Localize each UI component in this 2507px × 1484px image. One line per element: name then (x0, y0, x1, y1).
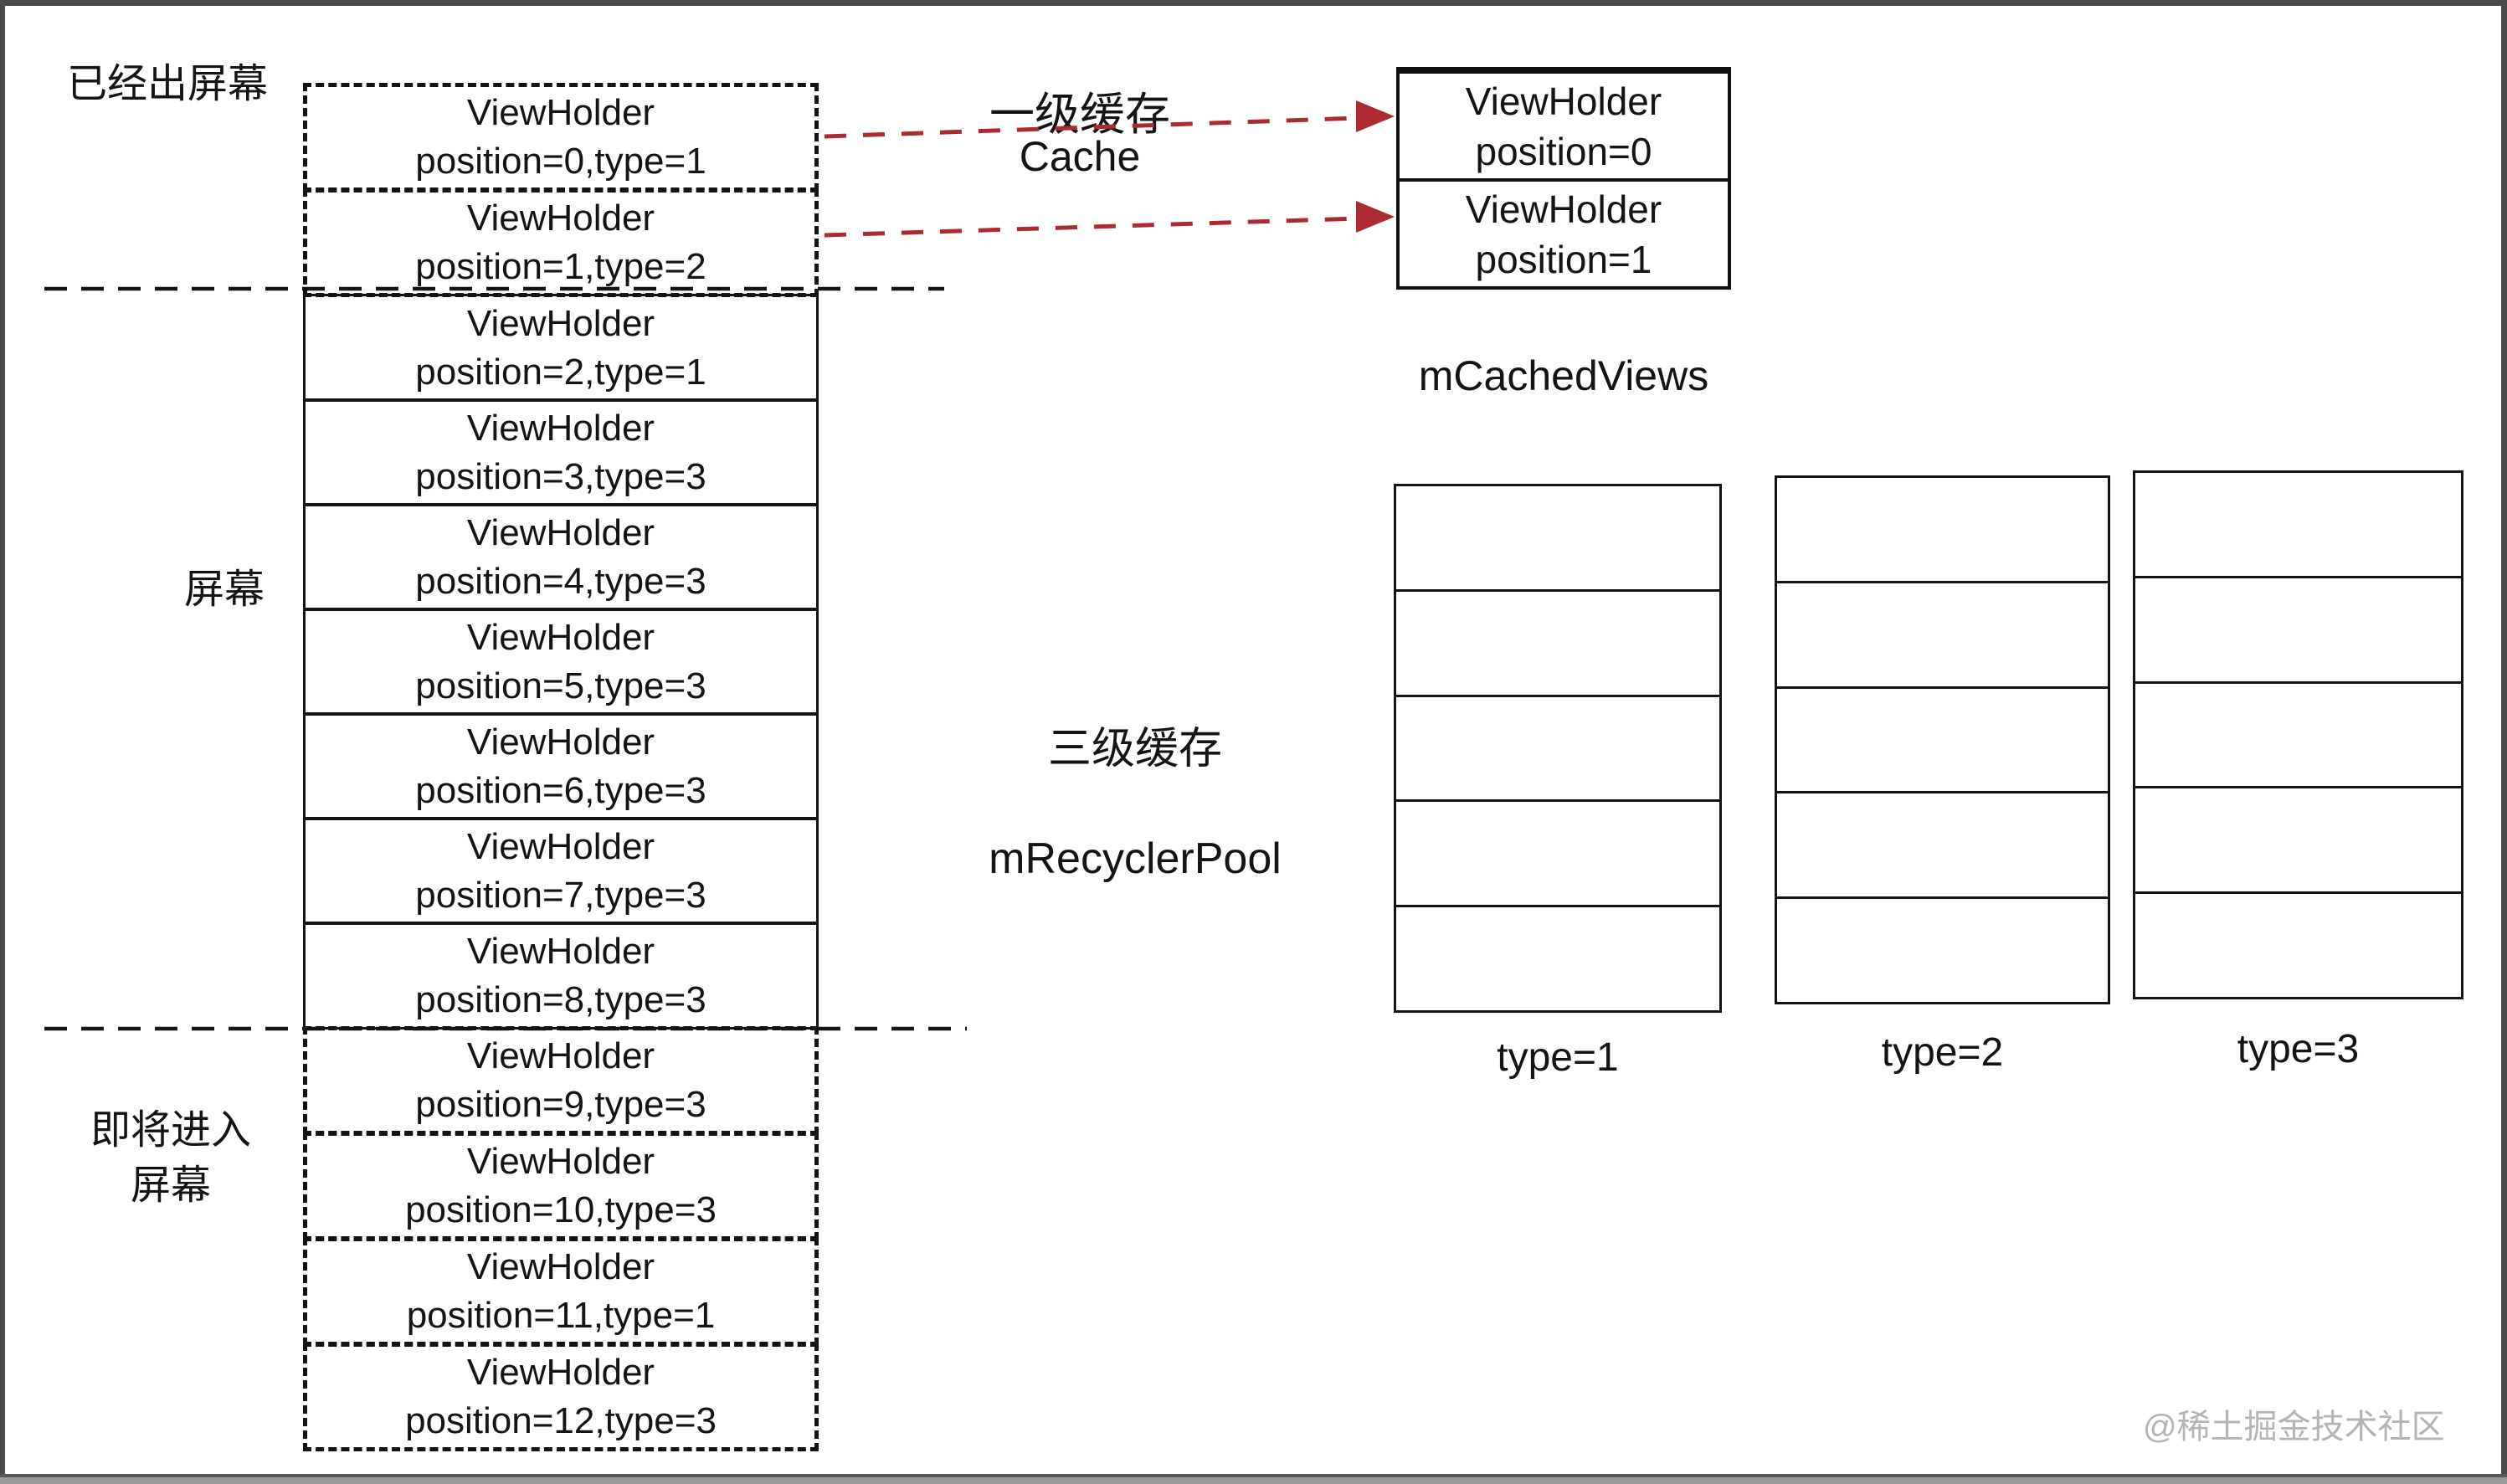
viewholder-title: ViewHolder (466, 1246, 655, 1287)
viewholder-position: position=10,type=3 (405, 1189, 717, 1230)
viewholder-title: ViewHolder (466, 1352, 655, 1393)
viewholder-box-7: ViewHolder position=7,type=3 (303, 817, 819, 925)
pool-grid-type1 (1394, 484, 1722, 1013)
right-border-line (2501, 6, 2507, 1474)
entering-screen-label-line2: 屏幕 (130, 1163, 211, 1208)
entering-screen-label-line1: 即将进入 (90, 1108, 251, 1153)
cache-arrow-position0-head-icon (1356, 100, 1395, 132)
viewholder-box-6: ViewHolder position=6,type=3 (303, 712, 819, 820)
viewholder-position: position=0,type=1 (415, 141, 706, 182)
viewholder-position: position=7,type=3 (415, 874, 706, 916)
viewholder-title: ViewHolder (466, 825, 655, 867)
pool-cell (1775, 791, 2110, 900)
viewholder-position: position=9,type=3 (415, 1084, 706, 1125)
pool-grid-type3 (2133, 470, 2463, 999)
viewholder-position: position=1,type=2 (415, 246, 706, 287)
viewholder-box-4: ViewHolder position=4,type=3 (303, 503, 819, 611)
viewholder-box-0: ViewHolder position=0,type=1 (303, 83, 819, 192)
pool-cell (1394, 799, 1722, 908)
viewholder-position: position=6,type=3 (415, 769, 706, 811)
recyclerpool-label: mRecyclerPool (989, 834, 1282, 883)
pool-grid-type2 (1775, 475, 2110, 1004)
viewholder-title: ViewHolder (466, 198, 655, 239)
viewholder-title: ViewHolder (466, 407, 655, 449)
top-cropped-strip (0, 0, 2507, 6)
viewholder-title: ViewHolder (466, 511, 655, 553)
pool-type2-label: type=2 (1881, 1030, 2004, 1075)
pool-cell (1775, 475, 2110, 583)
pool-cell (1775, 896, 2110, 1004)
pool-cell (1394, 484, 1722, 592)
viewholder-box-8: ViewHolder position=8,type=3 (303, 922, 819, 1030)
mcachedviews-box: ViewHolder position=0 ViewHolder positio… (1396, 67, 1731, 290)
viewholder-box-3: ViewHolder position=3,type=3 (303, 398, 819, 506)
pool-cell (1394, 588, 1722, 697)
pool-type3-label: type=3 (2237, 1027, 2360, 1071)
viewholder-box-1: ViewHolder position=1,type=2 (303, 188, 819, 297)
viewholder-position: position=2,type=1 (415, 351, 706, 393)
cache-arrow-position1-head-icon (1356, 201, 1395, 233)
pool-cell (2133, 786, 2463, 895)
viewholder-box-9: ViewHolder position=9,type=3 (303, 1026, 819, 1135)
mcachedviews-label: mCachedViews (1418, 352, 1709, 399)
entering-screen-label: 即将进入 屏幕 (70, 1103, 271, 1214)
level1-cache-label-en: Cache (1019, 133, 1141, 180)
screen-label: 屏幕 (184, 567, 265, 612)
pool-type1-label: type=1 (1497, 1035, 1619, 1080)
mcachedviews-cell-0: ViewHolder position=0 (1400, 74, 1728, 182)
pool-cell (1394, 905, 1722, 1013)
pool-cell (2133, 575, 2463, 684)
viewholder-title: ViewHolder (466, 930, 655, 972)
viewholder-title: ViewHolder (466, 302, 655, 344)
viewholder-position: position=1 (1475, 237, 1652, 281)
bottom-cropped-strip (0, 1474, 2507, 1484)
viewholder-title: ViewHolder (466, 1035, 655, 1076)
viewholder-box-5: ViewHolder position=5,type=3 (303, 608, 819, 716)
viewholder-title: ViewHolder (466, 721, 655, 763)
watermark: @稀土掘金技术社区 (2143, 1409, 2445, 1445)
pool-cell (2133, 680, 2463, 789)
viewholder-list: ViewHolder position=0,type=1 ViewHolder … (303, 83, 819, 1451)
offscreen-label: 已经出屏幕 (67, 62, 269, 106)
viewholder-box-2: ViewHolder position=2,type=1 (303, 294, 819, 402)
level3-cache-label-cn: 三级缓存 (1047, 725, 1222, 773)
pool-cell (1775, 686, 2110, 794)
pool-cell (2133, 891, 2463, 999)
pool-cell (1394, 694, 1722, 803)
viewholder-box-12: ViewHolder position=12,type=3 (303, 1343, 819, 1451)
viewholder-position: position=4,type=3 (415, 560, 706, 602)
left-border-line (0, 6, 5, 1474)
viewholder-position: position=11,type=1 (406, 1295, 716, 1336)
viewholder-position: position=3,type=3 (415, 455, 706, 497)
viewholder-position: position=8,type=3 (415, 978, 706, 1020)
viewholder-title: ViewHolder (1465, 79, 1662, 123)
viewholder-position: position=5,type=3 (415, 665, 706, 706)
cache-arrow-position1 (824, 216, 1360, 238)
mcachedviews-cell-1: ViewHolder position=1 (1400, 182, 1728, 286)
pool-cell (2133, 470, 2463, 578)
viewholder-position: position=12,type=3 (405, 1400, 717, 1441)
viewholder-box-10: ViewHolder position=10,type=3 (303, 1132, 819, 1240)
viewholder-box-11: ViewHolder position=11,type=1 (303, 1237, 819, 1346)
pool-cell (1775, 580, 2110, 689)
viewholder-title: ViewHolder (466, 92, 655, 133)
viewholder-position: position=0 (1475, 129, 1652, 173)
viewholder-title: ViewHolder (466, 1141, 655, 1182)
viewholder-title: ViewHolder (1465, 187, 1662, 231)
viewholder-title: ViewHolder (466, 616, 655, 658)
